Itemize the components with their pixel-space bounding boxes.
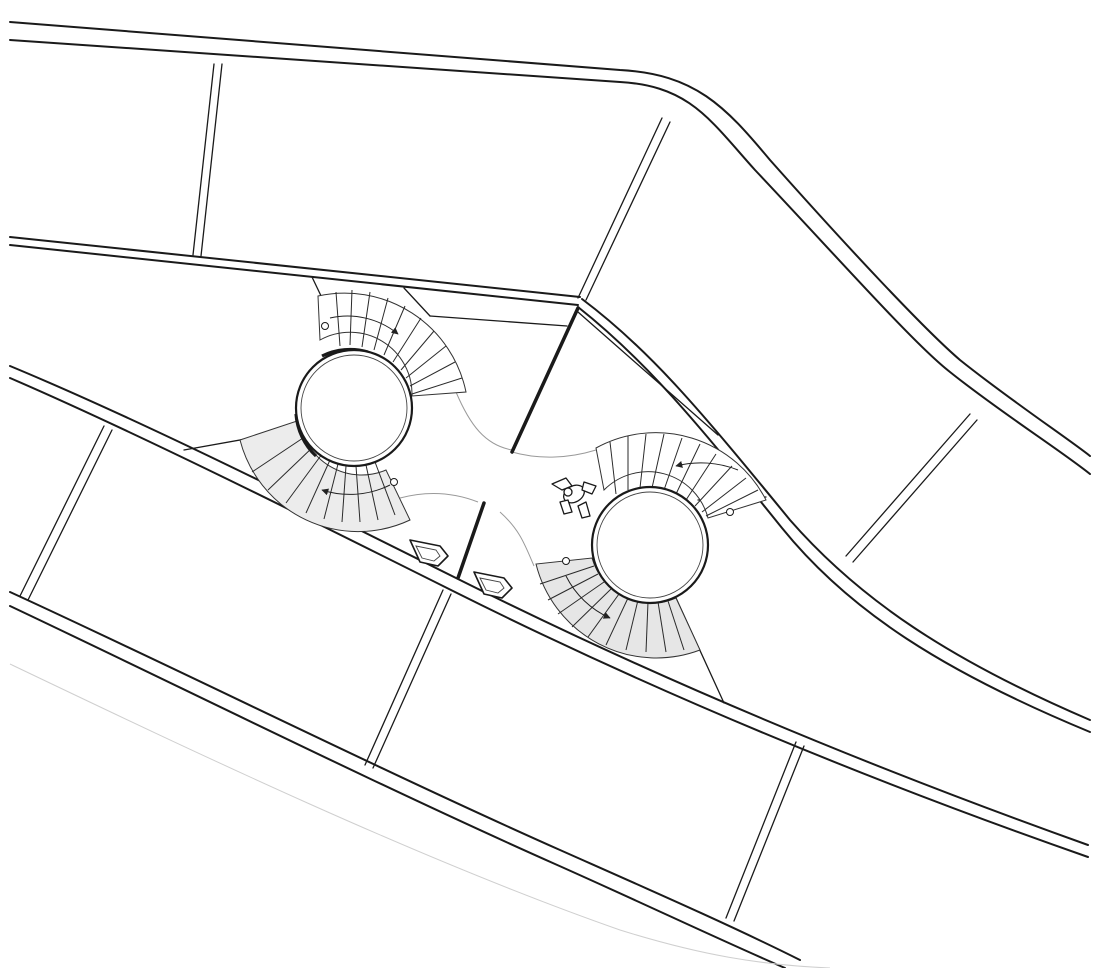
central-diagonal-wall [9,365,1089,858]
outer-curved-wall [9,21,1091,475]
seat-right [473,571,513,599]
person-figure [551,477,597,519]
stair-core-lower-right [590,485,710,605]
room-partitions [19,63,978,922]
upper-corridor-wall [9,236,581,306]
lobby-inner-lines [183,276,767,704]
right-diagonal-wall [577,298,1091,733]
seat-left [409,539,449,567]
staircase-lower-right [535,432,767,659]
lower-curved-wall [9,591,831,968]
stair-core-upper-left [294,348,414,468]
thick-partitions [456,306,580,580]
staircase-upper-left [239,289,467,533]
